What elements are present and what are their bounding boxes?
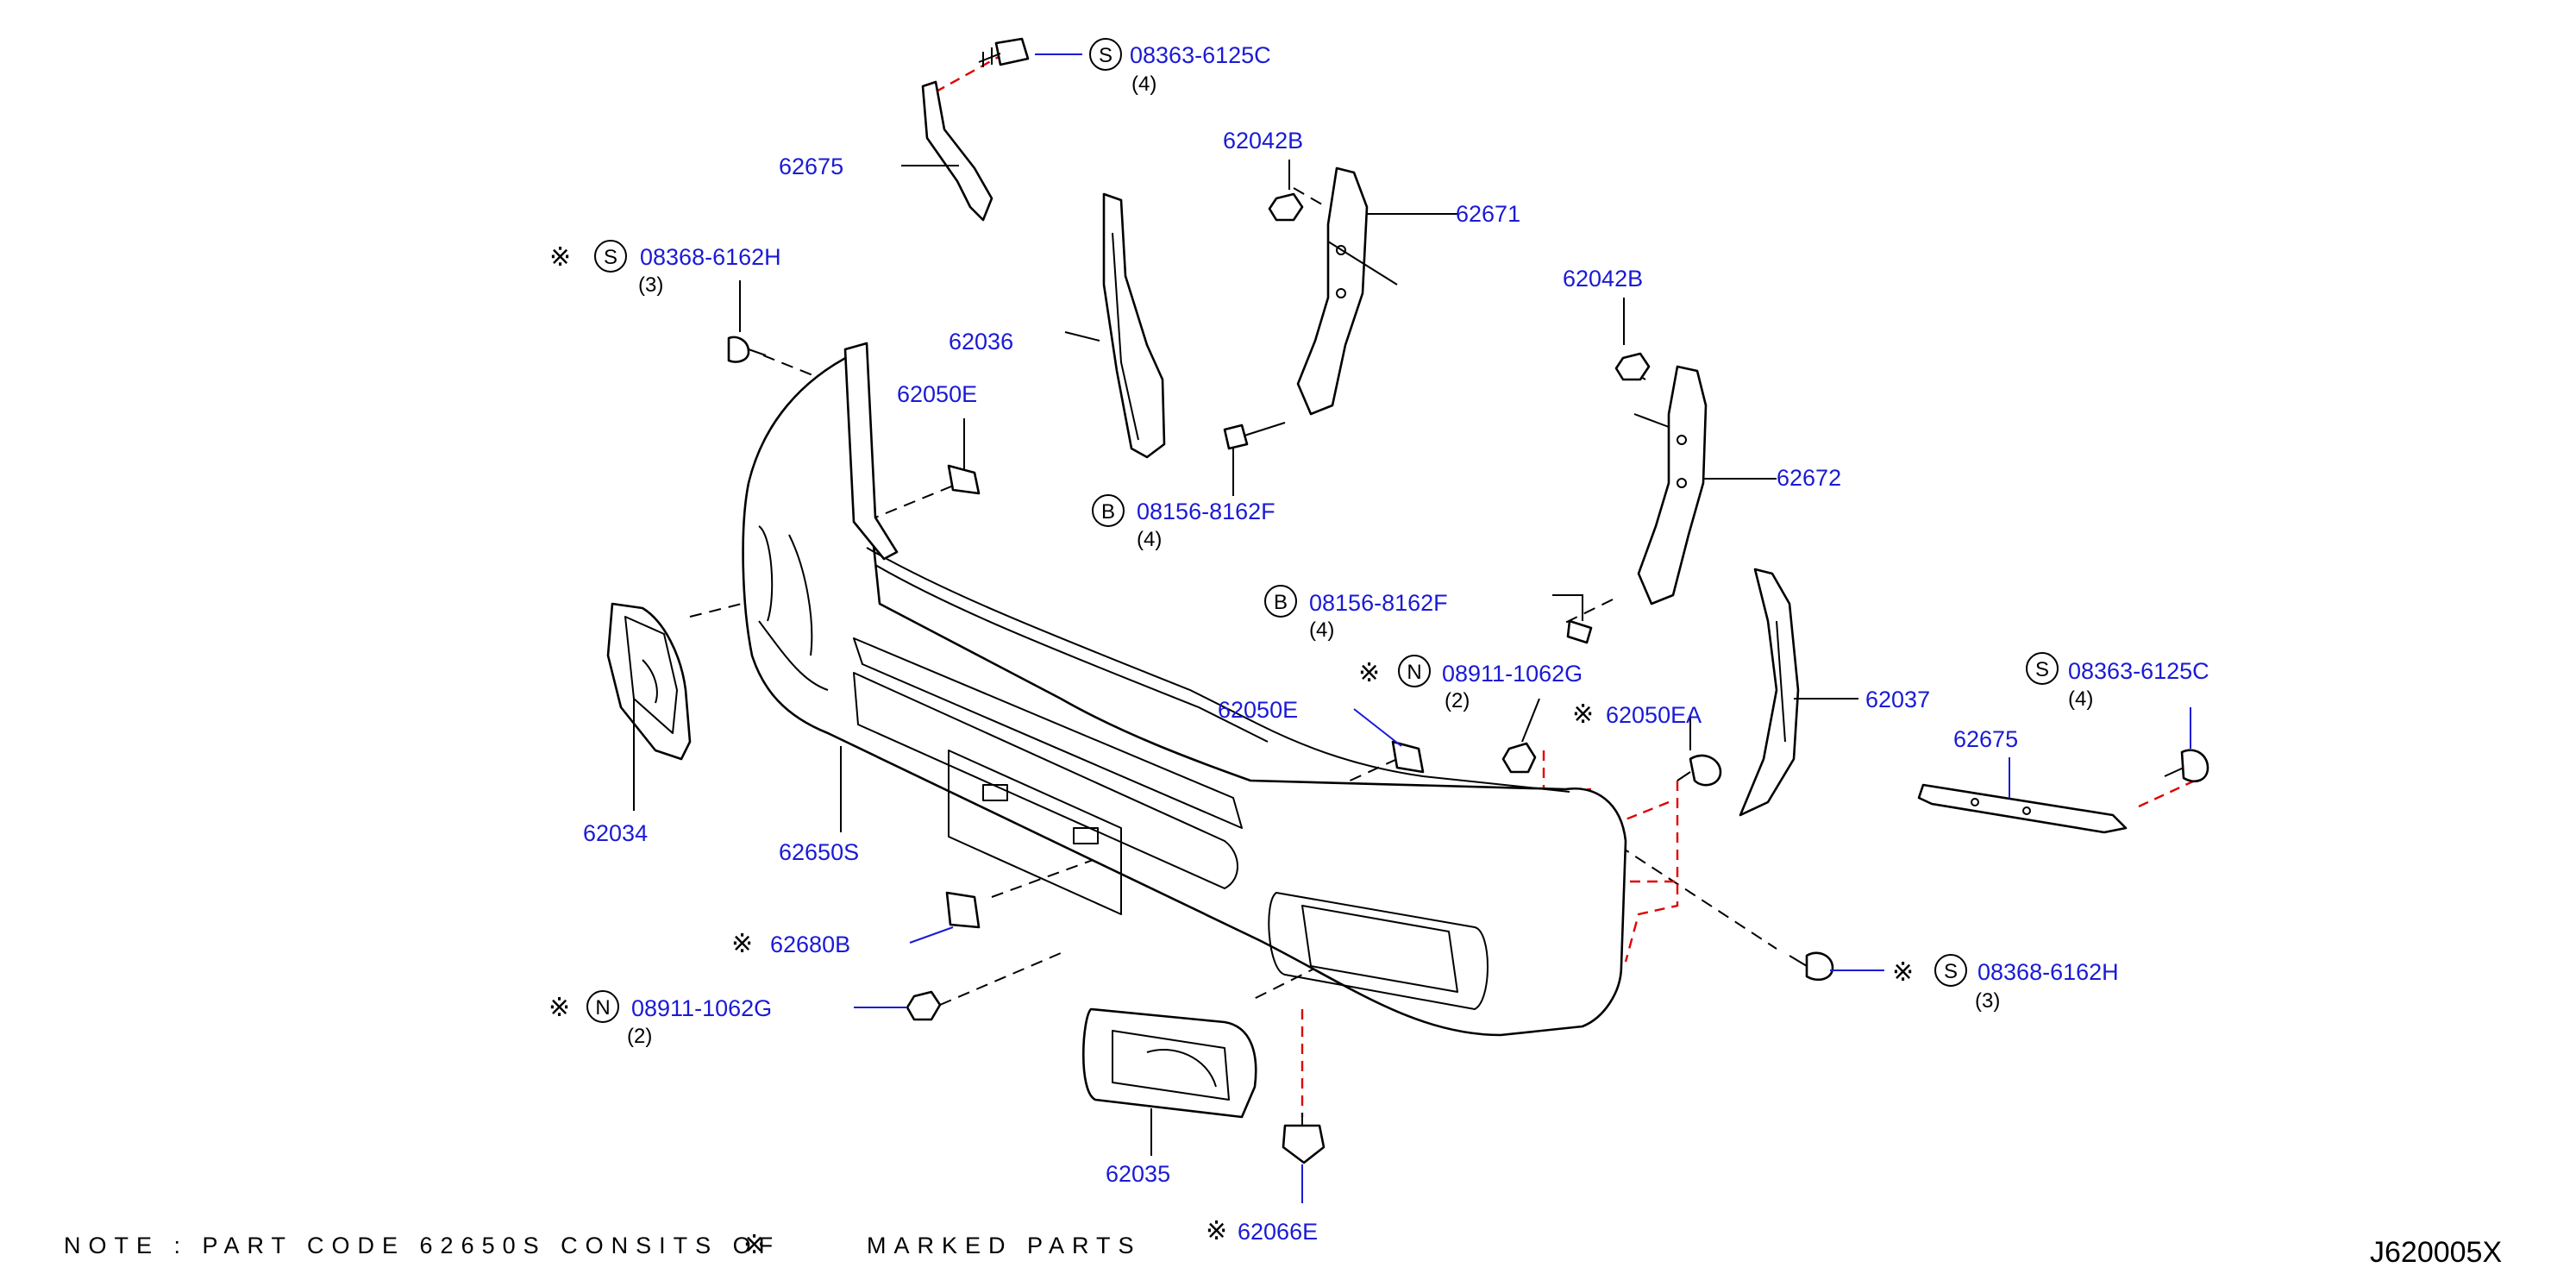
footer-note: NOTE : PART CODE 62650S CONSITS OF ※ MAR… <box>64 1230 1142 1260</box>
circle-letter: N <box>595 996 610 1020</box>
note-suffix: MARKED PARTS <box>867 1233 1142 1258</box>
label-spacer[interactable]: ※ 62680B <box>731 929 850 959</box>
circle-letter: N <box>1407 661 1421 684</box>
label-stay-right-1[interactable]: 62671 <box>1456 201 1520 227</box>
label-screw-right-lower[interactable]: ※ S 08368-6162H (3) <box>1892 954 2119 1013</box>
stay-right-1-drawing <box>1296 166 1398 416</box>
label-bolt-upper[interactable]: B 08156-8162F (4) <box>1092 494 1275 551</box>
fog-cover-drawing <box>1081 1007 1257 1119</box>
part-code[interactable]: 08368-6162H <box>640 244 781 270</box>
part-qty: (2) <box>1445 689 1470 712</box>
part-code[interactable]: 08156-8162F <box>1309 590 1448 616</box>
part-code[interactable]: 62671 <box>1456 201 1520 227</box>
label-retainer-right[interactable]: 62037 <box>1865 687 1930 712</box>
part-code[interactable]: 08911-1062G <box>1442 661 1583 687</box>
kome-mark-icon: ※ <box>743 1230 765 1260</box>
label-clip-upper[interactable]: 62050E <box>897 381 977 407</box>
label-bolt-mid[interactable]: B 08156-8162F (4) <box>1264 585 1448 642</box>
label-bumper-fascia[interactable]: 62650S <box>779 839 859 865</box>
circle-b-icon <box>1264 585 1297 618</box>
diagram-code: J620005X <box>2370 1236 2502 1269</box>
label-fog-cover[interactable]: 62035 <box>1106 1161 1170 1187</box>
part-code[interactable]: 62042B <box>1563 266 1643 292</box>
part-code[interactable]: 62050EA <box>1606 702 1702 728</box>
label-clip-lower[interactable]: ※ 62066E <box>1206 1216 1318 1246</box>
label-nut-upper-2[interactable]: 62042B <box>1563 266 1643 292</box>
label-bracket-left-upper[interactable]: 62675 <box>779 154 843 179</box>
kome-mark-icon: ※ <box>1892 957 1914 988</box>
kome-mark-icon: ※ <box>1572 700 1594 730</box>
part-qty: (2) <box>627 1025 652 1048</box>
part-qty: (4) <box>1309 618 1334 642</box>
label-grille-left[interactable]: 62034 <box>583 820 648 846</box>
part-code[interactable]: 08368-6162H <box>1977 959 2119 985</box>
kome-mark-icon: ※ <box>1358 658 1380 688</box>
circle-letter: S <box>1944 960 1958 983</box>
part-code[interactable]: 08911-1062G <box>631 995 772 1021</box>
part-code[interactable]: 62050E <box>897 381 977 407</box>
part-code[interactable]: 62680B <box>770 932 850 957</box>
kome-mark-icon: ※ <box>549 242 571 273</box>
circle-s-icon <box>1089 38 1122 71</box>
part-code[interactable]: 62035 <box>1106 1161 1170 1187</box>
circle-b-icon <box>1092 494 1125 527</box>
hardware-drawings <box>727 37 2209 1164</box>
part-code[interactable]: 62650S <box>779 839 859 865</box>
part-qty: (4) <box>1131 72 1156 96</box>
part-code[interactable]: 62066E <box>1238 1219 1318 1245</box>
part-qty: (3) <box>1975 989 2000 1013</box>
label-clip-right[interactable]: ※ 62050EA <box>1572 700 1702 730</box>
label-screw-left[interactable]: ※ S 08368-6162H (3) <box>549 240 781 297</box>
part-code[interactable]: 62675 <box>779 154 843 179</box>
part-code[interactable]: 62050E <box>1218 697 1298 723</box>
label-screw-top[interactable]: S 08363-6125C (4) <box>1089 38 1271 96</box>
kome-mark-icon: ※ <box>731 929 753 959</box>
part-qty: (4) <box>1137 528 1162 551</box>
label-bracket-right[interactable]: 62675 <box>1953 726 2018 752</box>
circle-letter: S <box>1099 44 1113 67</box>
circle-letter: B <box>1274 591 1288 614</box>
label-nut-mid[interactable]: ※ N 08911-1062G (2) <box>1358 655 1583 712</box>
label-clip-mid[interactable]: 62050E <box>1218 697 1298 723</box>
part-code[interactable]: 62037 <box>1865 687 1930 712</box>
bracket-left-upper-drawing <box>921 80 993 222</box>
label-nut-upper-1[interactable]: 62042B <box>1223 128 1303 154</box>
circle-n-icon <box>1398 655 1431 687</box>
note-prefix: NOTE : PART CODE 62650S CONSITS OF <box>64 1233 780 1258</box>
label-retainer-left[interactable]: 62036 <box>949 329 1013 355</box>
circle-n-icon <box>586 990 619 1023</box>
part-code[interactable]: 08156-8162F <box>1137 499 1275 524</box>
part-code[interactable]: 08363-6125C <box>2068 658 2209 684</box>
kome-mark-icon: ※ <box>548 993 570 1023</box>
leader-lines <box>633 53 2191 1203</box>
grille-left-drawing <box>606 602 692 761</box>
part-qty: (3) <box>638 273 663 297</box>
bumper-fascia-drawing <box>742 342 1627 1037</box>
stay-right-2-drawing <box>1633 365 1708 605</box>
part-code[interactable]: 62042B <box>1223 128 1303 154</box>
retainer-right-drawing <box>1739 568 1800 817</box>
circle-s-icon <box>1934 954 1967 987</box>
part-code[interactable]: 62675 <box>1953 726 2018 752</box>
part-code[interactable]: 62036 <box>949 329 1013 355</box>
circle-letter: S <box>2035 658 2049 681</box>
circle-letter: S <box>604 246 617 269</box>
part-qty: (4) <box>2068 687 2093 711</box>
circle-s-icon <box>594 240 627 273</box>
kome-mark-icon: ※ <box>1206 1216 1227 1246</box>
label-stay-right-2[interactable]: 62672 <box>1777 465 1841 491</box>
circle-letter: B <box>1101 500 1115 524</box>
label-nut-lower[interactable]: ※ N 08911-1062G (2) <box>548 990 772 1048</box>
circle-s-icon <box>2026 652 2059 685</box>
part-code[interactable]: 62672 <box>1777 465 1841 491</box>
part-code[interactable]: 08363-6125C <box>1130 42 1271 68</box>
bracket-right-drawing <box>1917 783 2128 834</box>
part-code[interactable]: 62034 <box>583 820 648 846</box>
label-screw-right-top[interactable]: S 08363-6125C (4) <box>2026 652 2209 711</box>
retainer-left-drawing <box>1102 192 1166 459</box>
